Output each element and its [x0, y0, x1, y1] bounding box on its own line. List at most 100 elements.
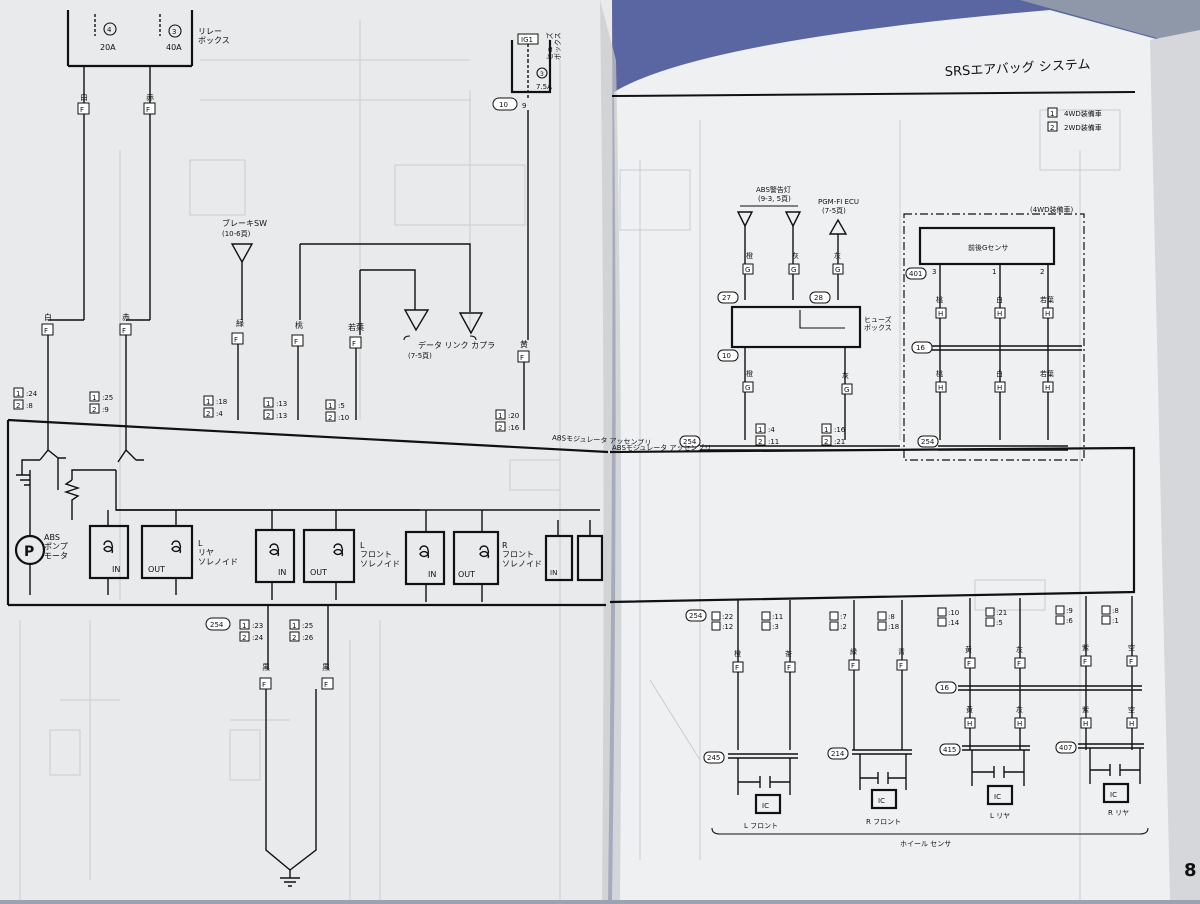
- wheel-sensor-l-front: 245 IC L フロント: [703, 751, 798, 830]
- svg-text:10: 10: [499, 101, 508, 109]
- svg-text::10: :10: [948, 609, 959, 617]
- g-sensor-group: (4WD装備車) 前後Gセンサ 401 3 1 2 桃 H 白 H 若葉 H 1…: [903, 205, 1085, 461]
- svg-text::4: :4: [768, 426, 775, 434]
- svg-text:1: 1: [92, 394, 96, 402]
- svg-text:空: 空: [1128, 643, 1135, 652]
- left-page: [0, 0, 613, 900]
- svg-text:F: F: [294, 338, 298, 346]
- svg-text:1: 1: [206, 398, 210, 406]
- svg-text:白: 白: [44, 312, 52, 322]
- svg-text:F: F: [851, 662, 855, 670]
- svg-text:若葉: 若葉: [1040, 295, 1054, 304]
- ground-icon: [280, 870, 300, 887]
- svg-text::21: :21: [996, 609, 1007, 617]
- svg-text:灰: 灰: [834, 251, 841, 260]
- svg-text:H: H: [1045, 384, 1050, 392]
- svg-text:(9-3, 5頁): (9-3, 5頁): [758, 195, 791, 203]
- svg-text::1: :1: [1112, 617, 1119, 625]
- relay-box-label: リレーボックス: [198, 27, 230, 45]
- svg-text:10: 10: [722, 352, 731, 360]
- svg-text::26: :26: [302, 634, 314, 642]
- svg-text:若葉: 若葉: [348, 322, 364, 332]
- wheel-sensor-r-front: 214 IC R フロント: [827, 747, 912, 826]
- svg-text:1: 1: [328, 402, 332, 410]
- svg-text:IN: IN: [112, 565, 120, 574]
- svg-text::8: :8: [888, 613, 895, 621]
- legend: 1 4WD装備車 2 2WD装備車: [1047, 107, 1102, 132]
- svg-text:(7-5頁): (7-5頁): [408, 352, 432, 360]
- svg-text:黒: 黒: [262, 663, 270, 672]
- svg-text::24: :24: [252, 634, 264, 642]
- svg-text:F: F: [1017, 660, 1021, 668]
- svg-text:(10-6頁): (10-6頁): [222, 230, 251, 238]
- svg-text:灰: 灰: [1016, 645, 1023, 654]
- background-traces: [19, 20, 1121, 900]
- svg-text:9: 9: [522, 102, 526, 110]
- svg-text:白: 白: [996, 295, 1003, 304]
- wheel-sensor-group-label: ホイール センサ: [900, 840, 951, 848]
- svg-text:3: 3: [932, 268, 936, 276]
- data-link-coupler-label: データ リンク カプラ: [418, 340, 495, 350]
- wire-color-red-1: 赤: [146, 93, 154, 102]
- svg-text:橙: 橙: [746, 369, 753, 378]
- svg-text:IC: IC: [762, 802, 769, 810]
- svg-text:20A: 20A: [100, 43, 116, 52]
- svg-text::7: :7: [840, 613, 847, 621]
- svg-text:F: F: [899, 662, 903, 670]
- svg-text:IC: IC: [1110, 791, 1117, 799]
- plug-254-left: 254: [210, 621, 224, 629]
- svg-text::25: :25: [302, 622, 313, 630]
- svg-text:2: 2: [242, 634, 246, 642]
- svg-text:灰: 灰: [842, 371, 849, 380]
- fuse-box-right: [730, 305, 862, 349]
- svg-text:橙: 橙: [734, 649, 741, 658]
- abs-warning-label: ABS警告灯: [756, 185, 791, 194]
- svg-text:F: F: [1083, 658, 1087, 666]
- svg-text:橙: 橙: [746, 251, 753, 260]
- svg-text::13: :13: [276, 400, 287, 408]
- svg-text:2: 2: [1050, 124, 1054, 132]
- svg-text::24: :24: [26, 390, 38, 398]
- svg-text::18: :18: [216, 398, 227, 406]
- svg-text::18: :18: [888, 623, 899, 631]
- svg-text:254: 254: [683, 438, 697, 446]
- svg-text:H: H: [1129, 720, 1134, 728]
- svg-text:白: 白: [996, 369, 1003, 378]
- svg-text:茶: 茶: [785, 649, 792, 658]
- svg-text:2: 2: [292, 634, 296, 642]
- wheel-sensor-l-rear: 415 IC L リヤ: [939, 743, 1030, 820]
- svg-text:OUT: OUT: [458, 570, 475, 579]
- svg-text:R フロント: R フロント: [866, 818, 901, 826]
- svg-text:H: H: [938, 310, 943, 318]
- svg-text::11: :11: [772, 613, 783, 621]
- svg-text:F: F: [520, 354, 524, 362]
- svg-text:2: 2: [266, 412, 270, 420]
- svg-text:2: 2: [498, 424, 502, 432]
- svg-text:F: F: [967, 660, 971, 668]
- page-number: 8: [1184, 860, 1197, 881]
- svg-text:H: H: [997, 384, 1002, 392]
- svg-text::16: :16: [508, 424, 520, 432]
- svg-text:IN: IN: [428, 570, 436, 579]
- svg-text:F: F: [787, 664, 791, 672]
- svg-text:灰: 灰: [1016, 705, 1023, 714]
- sensor-wiring: 橙 F 茶 F 緑 F 青 F 黄 F 灰 F 紫 F 空 F 16 黄 H 灰…: [732, 596, 1142, 750]
- svg-text::22: :22: [722, 613, 733, 621]
- svg-text:1: 1: [824, 426, 828, 434]
- svg-text:F: F: [324, 681, 328, 689]
- svg-text:OUT: OUT: [310, 568, 327, 577]
- svg-text::9: :9: [1066, 607, 1073, 615]
- wire-color-white-1: 白: [80, 92, 88, 102]
- svg-text:1: 1: [16, 390, 20, 398]
- solenoid-r-rear: IN: [544, 520, 604, 582]
- svg-text:407: 407: [1059, 744, 1072, 752]
- pin-tags-left: 1:24 2:8 1:25 2:9 1:18 2:4 1:13 2:13 1:5…: [13, 387, 520, 432]
- svg-text:P: P: [24, 544, 34, 560]
- svg-text:G: G: [844, 386, 849, 394]
- svg-text:IN: IN: [278, 568, 286, 577]
- svg-text:ヒューズボックス: ヒューズボックス: [545, 32, 562, 60]
